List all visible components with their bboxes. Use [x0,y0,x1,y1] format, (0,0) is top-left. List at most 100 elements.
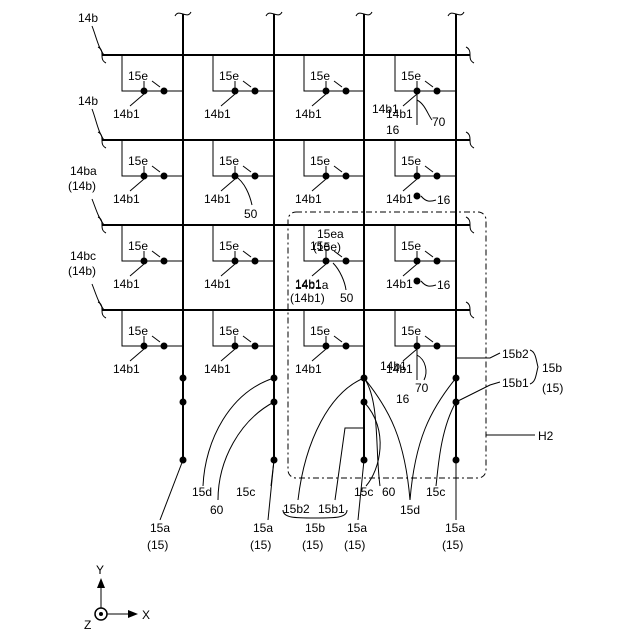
label-15a-4: 15a [445,521,465,535]
switch-15e [343,173,350,180]
switch-leader [425,251,433,257]
axis-indicator [95,578,138,620]
label-14b1: 14b1 [204,107,231,121]
label-60-mid: 60 [382,485,396,499]
node-14b1 [232,258,239,265]
label-14b1: 14b1 [295,192,322,206]
node-leader [403,94,417,106]
node-14b1 [141,343,148,350]
axis-label-y: Y [96,563,104,577]
label-14b-2: 14b [78,94,98,108]
axis-labels: Y X Z [84,563,150,632]
switch-15e [434,343,441,350]
switch-leader [152,336,160,342]
node-leader [130,179,144,191]
switch-15e [161,258,168,265]
node-leader [312,349,326,361]
label-15ea: 15ea [317,227,344,241]
element-16-r3 [414,278,421,285]
node-leader [130,349,144,361]
label-h2: H2 [538,429,554,443]
node-leader [130,264,144,276]
label-15c-right: 15c [426,485,445,499]
switch-leader [152,81,160,87]
switch-15e [252,258,259,265]
leader-50-r2 [235,176,252,205]
label-14ba-paren: (14b) [68,179,96,193]
node-leader [221,264,235,276]
switch-leader [334,166,342,172]
label-14b1: 14b1 [204,192,231,206]
label-16-r3: 16 [437,278,451,292]
node-14b1 [141,173,148,180]
label-50-r3: 50 [340,291,354,305]
label-15a-3: 15a [347,521,367,535]
label-15c-mid: 15c [354,485,373,499]
switch-leader [152,251,160,257]
switch-leader [334,81,342,87]
label-15e: 15e [219,239,239,253]
label-15a-2: 15a [253,521,273,535]
node-leader [221,349,235,361]
label-15e: 15e [401,154,421,168]
label-15b-bottom: 15b [305,521,325,535]
label-14b1: 14b1 [113,192,140,206]
label-15a-1-paren: (15) [147,538,168,552]
label-70-r1: 70 [432,115,446,129]
row-label-leader-4 [92,284,104,310]
label-15b-bottom-paren: (15) [302,538,323,552]
switch-leader [425,166,433,172]
node-14b1 [232,88,239,95]
node-leader [221,179,235,191]
switch-leader [152,166,160,172]
label-15b2-bottom: 15b2 [283,502,310,516]
leader-70-r4 [417,355,426,380]
label-15e: 15e [128,154,148,168]
label-15ea-paren: (15e) [313,240,341,254]
label-15b-right: 15b [542,361,562,375]
switch-15e [252,343,259,350]
label-15e: 15e [310,324,330,338]
node-leader [312,94,326,106]
switch-leader [334,336,342,342]
switch-15e [161,173,168,180]
label-15e: 15e [310,69,330,83]
label-14b1: 14b1 [386,277,413,291]
node-14b1 [414,173,421,180]
label-16-r4: 16 [396,392,410,406]
node-14b1 [414,258,421,265]
label-14bc-paren: (14b) [68,264,96,278]
label-15e: 15e [310,154,330,168]
label-16-r2: 16 [437,193,451,207]
node-14b1 [323,343,330,350]
label-15b-paren-right: (15) [542,381,563,395]
switch-leader [243,81,251,87]
row-label-leader-1 [92,26,104,55]
node-leader [312,264,326,276]
label-14ba: 14ba [70,164,97,178]
switch-15e [252,88,259,95]
label-15e: 15e [401,324,421,338]
label-14b1-r1: 14b1 [372,102,399,116]
switch-15e [252,173,259,180]
label-15a-2-paren: (15) [250,538,271,552]
label-14b-1: 14b [78,11,98,25]
switch-leader [425,81,433,87]
node-14b1 [323,173,330,180]
label-15e: 15e [219,69,239,83]
label-16-r1: 16 [386,123,400,137]
label-15a-3-paren: (15) [344,538,365,552]
label-15e: 15e [128,239,148,253]
switch-leader [243,166,251,172]
switch-leader [425,336,433,342]
switch-leader [243,336,251,342]
node-leader [130,94,144,106]
label-15d-left: 15d [192,485,212,499]
label-70-r4: 70 [415,381,429,395]
label-15e: 15e [128,69,148,83]
node-leader [403,179,417,191]
label-14b1-r4: 14b1 [380,359,407,373]
label-14b1: 14b1 [113,277,140,291]
row-label-leader-2 [92,109,104,140]
